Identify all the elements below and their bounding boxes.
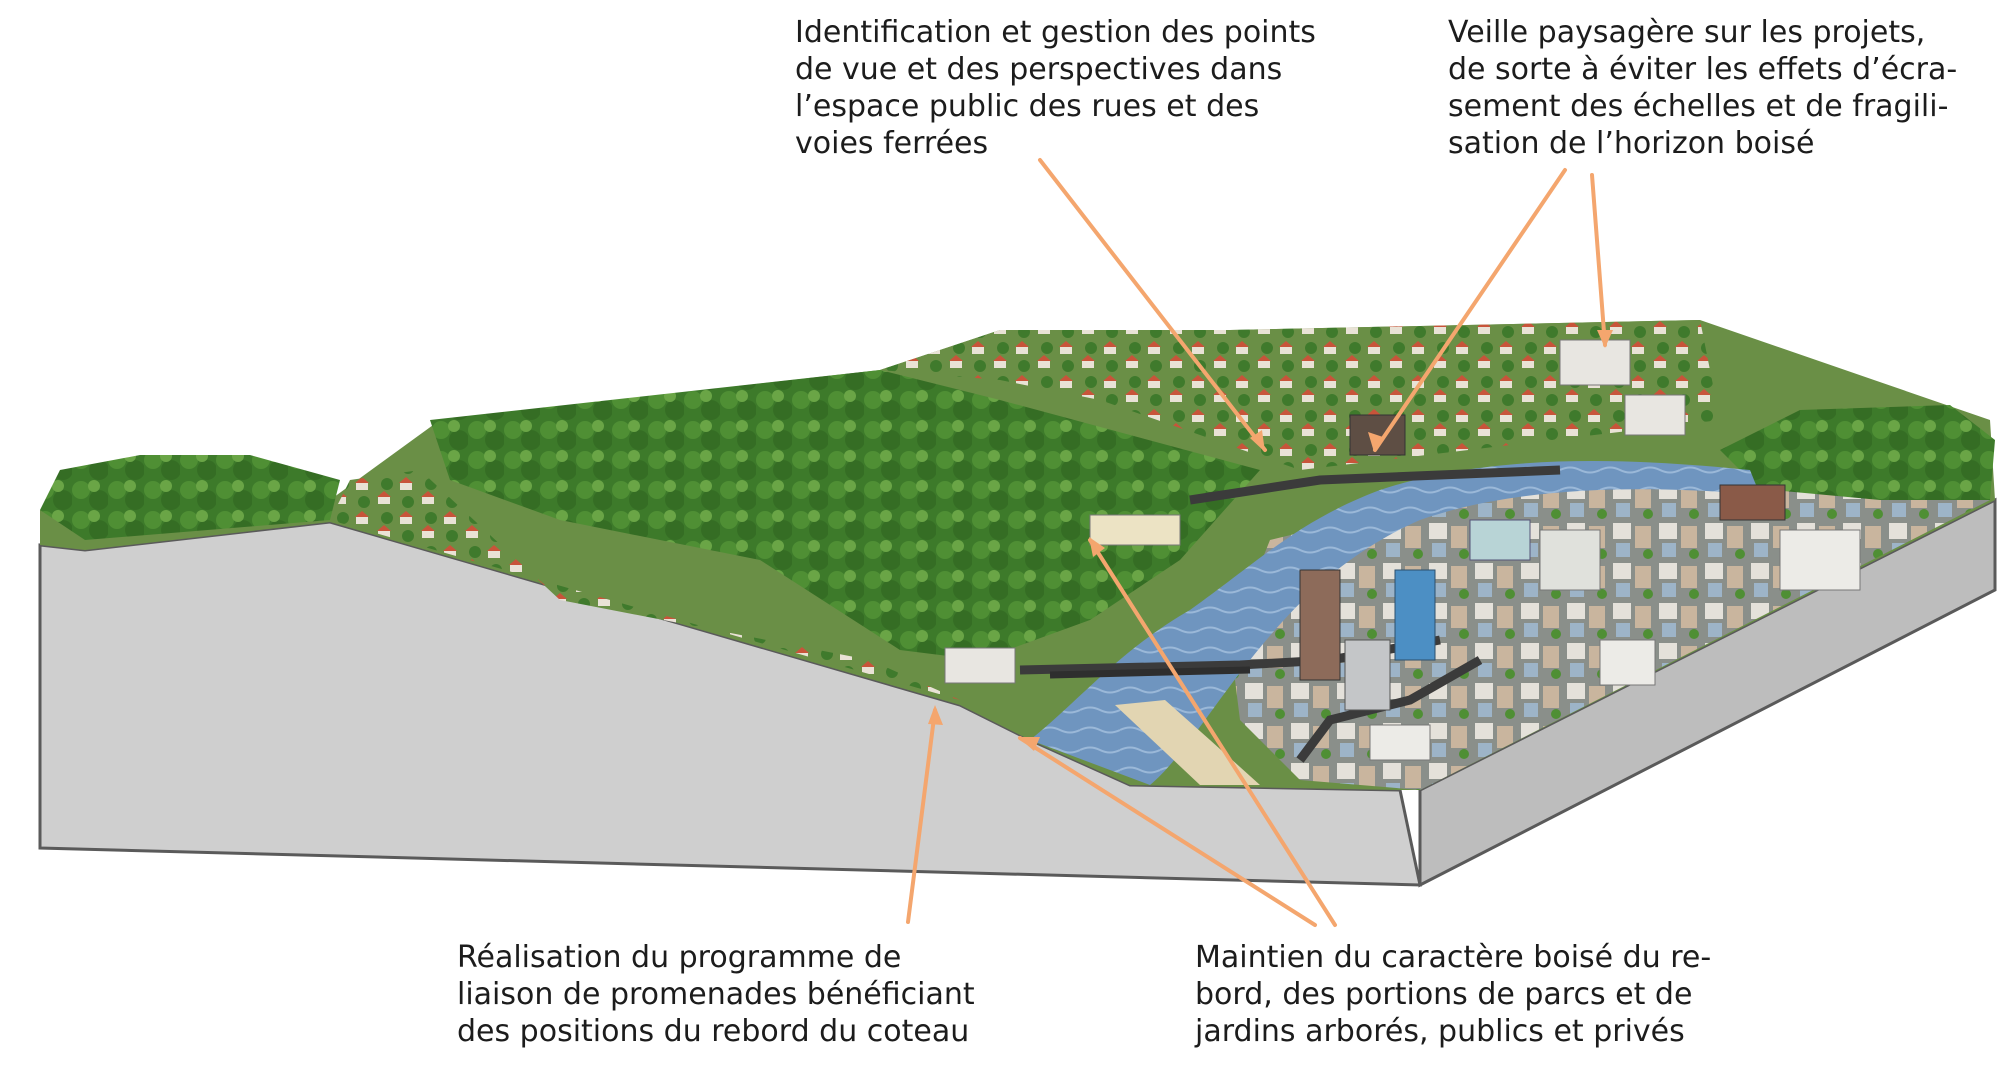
annotation-promenade: Réalisation du programme de liaison de p… (457, 940, 975, 1049)
residential-upper-hill (880, 320, 1720, 470)
tower-blocks (944, 339, 1861, 761)
annotation-landscape-watch: Veille paysagère sur les projets, de sor… (1448, 15, 1958, 161)
bridge-left (1049, 666, 1251, 679)
annotation-wooded-character: Maintien du caractère boisé du re- bord,… (1195, 940, 1712, 1049)
annotation-arrowheads (928, 330, 1613, 751)
wooded-slope (430, 370, 1260, 660)
left-woodland (40, 455, 340, 540)
arrow-wooded-a (1088, 538, 1337, 927)
annotation-arrows (906, 158, 1607, 927)
annotation-viewpoints: Identification et gestion des points de … (795, 15, 1316, 161)
river-sandbank (1115, 700, 1260, 785)
arrowhead-wooded-b (1018, 737, 1040, 751)
arrowhead-watch-a (1368, 432, 1383, 452)
right-woodland (1720, 405, 1995, 510)
arrow-watch-a (1373, 168, 1567, 452)
arrowhead-wooded-a (1089, 537, 1105, 557)
arrow-watch-b (1590, 173, 1607, 347)
arrowhead-views (1250, 430, 1265, 452)
block-right-face (1418, 497, 1997, 888)
river (1030, 461, 1760, 785)
arrow-views (1038, 158, 1267, 452)
arrow-wooded-b (1018, 736, 1317, 927)
arrowhead-promenade (928, 705, 943, 725)
arrowhead-watch-b (1597, 330, 1613, 348)
arrow-promenade (906, 708, 937, 924)
residential-slope (330, 470, 960, 700)
